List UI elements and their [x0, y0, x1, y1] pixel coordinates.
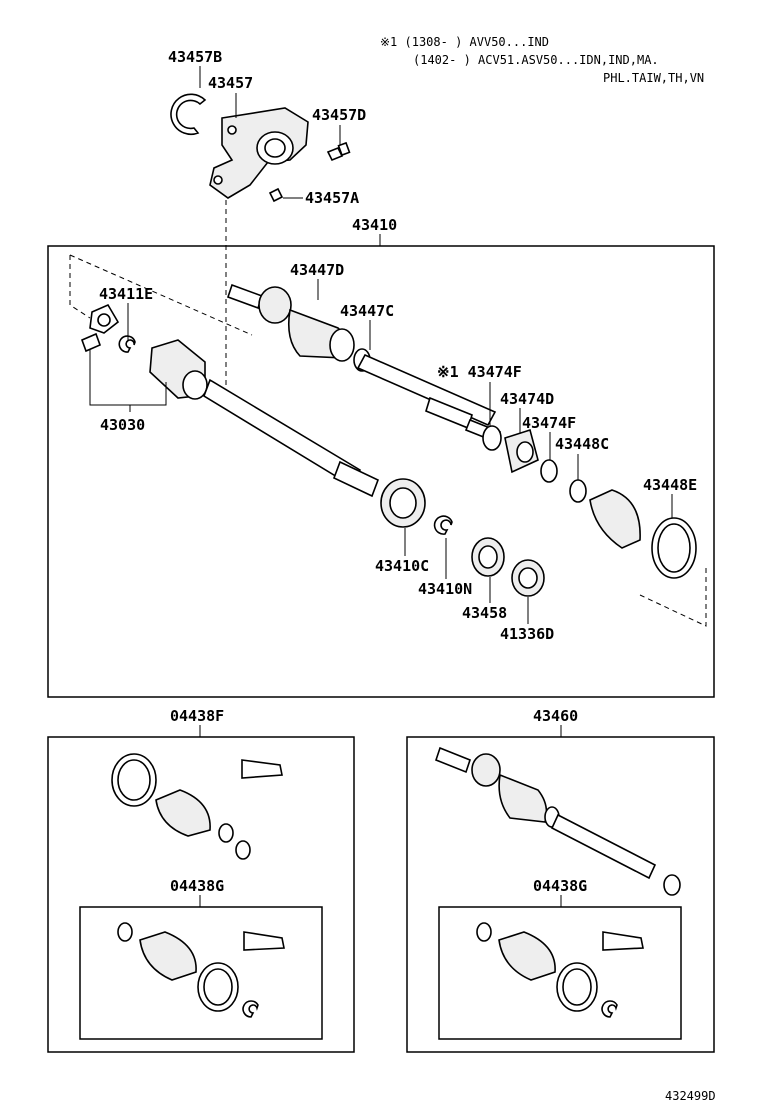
snap-ring-inner: [118, 335, 136, 353]
outer-shaft-assembly: [226, 283, 502, 444]
bracket-assembly: [170, 93, 351, 203]
ring-43474f-b: [540, 459, 558, 483]
label-43458: 43458: [462, 604, 507, 622]
ring-43474f-a: [482, 425, 502, 451]
note-line-2: (1402- ) ACV51.ASV50...IDN,IND,MA.: [413, 53, 659, 67]
inner-joint-assembly: [80, 303, 380, 498]
frame-43460: [406, 736, 715, 1053]
kit-04438g-left-parts: [117, 922, 285, 1018]
bearing-seals: [380, 478, 545, 597]
label-43448c: 43448C: [555, 435, 609, 453]
assembly-43460-parts: [435, 746, 681, 896]
clamp-43448c: [569, 479, 587, 503]
label-04438g-right: 04438G: [533, 877, 587, 895]
label-41336d: 41336D: [500, 625, 554, 643]
label-43030: 43030: [100, 416, 145, 434]
label-43457: 43457: [208, 74, 253, 92]
label-04438g-left: 04438G: [170, 877, 224, 895]
label-43457d: 43457D: [312, 106, 366, 124]
figure-id: 432499D: [665, 1089, 716, 1103]
kit-04438f-parts: [111, 753, 283, 860]
label-43448e: 43448E: [643, 476, 697, 494]
note-line-1: ※1 (1308- ) AVV50...IND: [380, 35, 549, 49]
label-43410c: 43410C: [375, 557, 429, 575]
label-43411e: 43411E: [99, 285, 153, 303]
snap-ring-43410n: [433, 515, 453, 535]
boot-43448e: [589, 489, 697, 579]
label-43474f-1: ※1 43474F: [437, 363, 522, 381]
label-43447c: 43447C: [340, 302, 394, 320]
label-43410: 43410: [352, 216, 397, 234]
frame-04438g-left: [79, 906, 323, 1040]
snap-ring-43457b: [170, 93, 207, 136]
note-line-3: PHL.TAIW,TH,VN: [603, 71, 704, 85]
label-43457b: 43457B: [168, 48, 222, 66]
label-43410n: 43410N: [418, 580, 472, 598]
frame-04438g-right: [438, 906, 682, 1040]
frame-43410: [47, 245, 715, 698]
label-04438f: 04438F: [170, 707, 224, 725]
label-43457a: 43457A: [305, 189, 359, 207]
label-43460: 43460: [533, 707, 578, 725]
label-43447d: 43447D: [290, 261, 344, 279]
kit-04438g-right-parts: [476, 922, 644, 1018]
label-43474f-2: 43474F: [522, 414, 576, 432]
frame-04438f: [47, 736, 355, 1053]
bolt-43457d: [326, 146, 344, 162]
ring-parts: [482, 425, 587, 503]
label-43474d: 43474D: [500, 390, 554, 408]
bolt-43457a: [268, 187, 284, 203]
